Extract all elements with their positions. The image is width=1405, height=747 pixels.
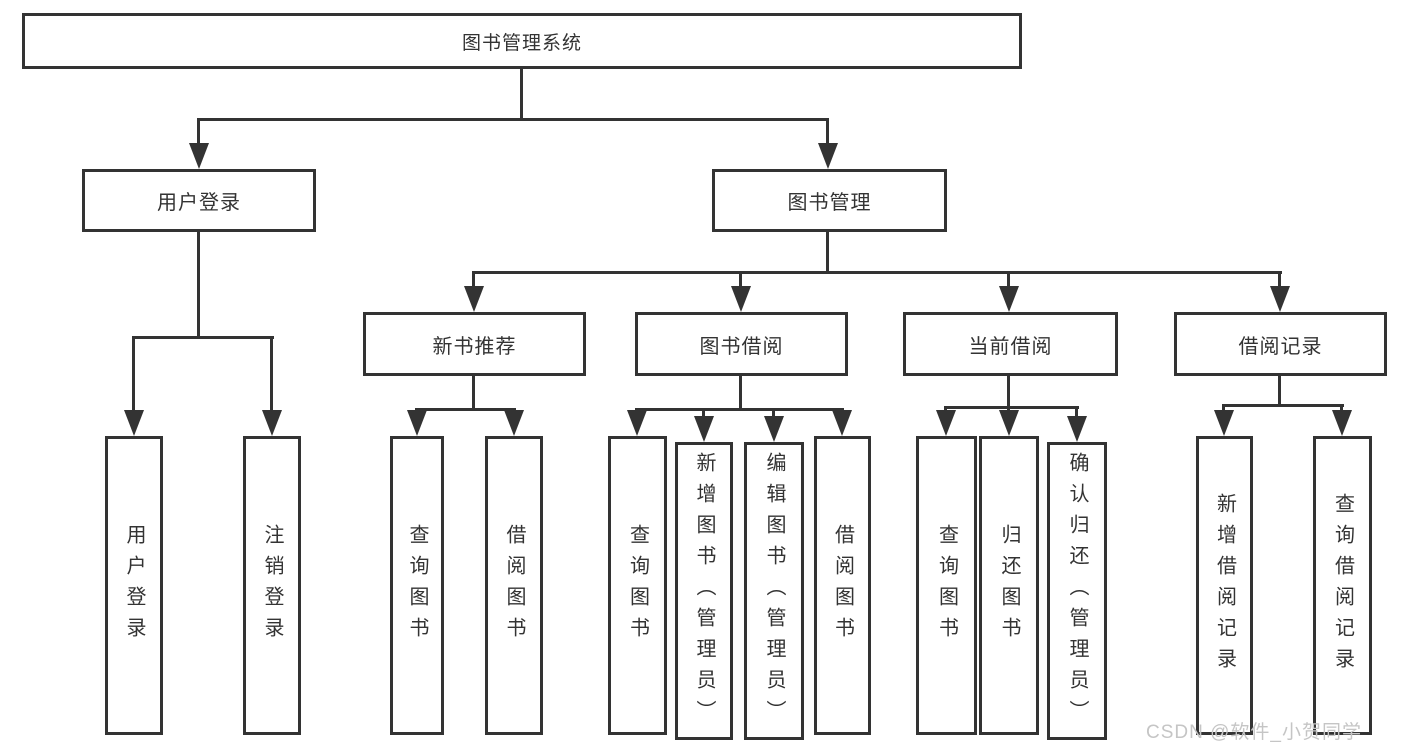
arrowhead-to-leaf7 [832, 410, 852, 436]
connector-drop-login-leaf [132, 336, 135, 412]
arrowhead-to-new-book-rec [464, 286, 484, 312]
connector-bookborrow-stem [739, 376, 742, 408]
arrowhead-to-book-borrow [731, 286, 751, 312]
leaf-borrow-books-rec: 借阅图书 [485, 436, 543, 735]
leaf-query-books-rec: 查询图书 [390, 436, 444, 735]
leaf-add-books-admin: 新增图书（管理员） [675, 442, 733, 740]
arrowhead-to-leaf5 [694, 416, 714, 442]
leaf-add-borrow-record-label: 新增借阅记录 [1213, 492, 1236, 679]
arrowhead-to-leaf9 [999, 410, 1019, 436]
leaf-query-books-current-label: 查询图书 [935, 523, 958, 648]
connector-bookmgmt-stem [826, 232, 829, 271]
leaf-query-books-borrow-label: 查询图书 [626, 523, 649, 648]
node-new-book-rec-label: 新书推荐 [432, 335, 517, 358]
leaf-edit-books-admin-label: 编辑图书（管理员） [763, 451, 785, 731]
arrowhead-to-user-login [189, 143, 209, 169]
arrowhead-to-leaf4 [627, 410, 647, 436]
leaf-logout-label: 注销登录 [261, 523, 283, 648]
leaf-confirm-return-admin-label: 确认归还（管理员） [1066, 451, 1088, 731]
csdn-watermark: CSDN @软件_小贺同学 [1146, 722, 1362, 743]
connector-drop-new-book-rec [472, 271, 475, 288]
leaf-return-books-label: 归还图书 [998, 523, 1020, 648]
leaf-query-books-rec-label: 查询图书 [406, 523, 428, 648]
connector-currentborrow-stem [1007, 376, 1010, 406]
connector-root-rail [197, 118, 829, 121]
leaf-add-borrow-record: 新增借阅记录 [1196, 436, 1253, 735]
leaf-query-books-current: 查询图书 [916, 436, 977, 735]
connector-drop-book-borrow [739, 271, 742, 288]
connector-userlogin-rail [132, 336, 274, 339]
connector-drop-user-login [197, 118, 200, 145]
leaf-edit-books-admin: 编辑图书（管理员） [744, 442, 804, 740]
leaf-borrow-books-label: 借阅图书 [831, 523, 854, 648]
connector-newbookrec-rail [415, 408, 516, 411]
arrowhead-to-leaf10 [1067, 416, 1087, 442]
connector-drop-leaf5 [702, 408, 705, 418]
arrowhead-to-borrow-record [1270, 286, 1290, 312]
arrowhead-to-logout-leaf [262, 410, 282, 436]
leaf-query-borrow-record-label: 查询借阅记录 [1331, 492, 1354, 679]
leaf-return-books: 归还图书 [979, 436, 1039, 735]
connector-drop-leaf11 [1222, 404, 1225, 412]
connector-currentborrow-rail [944, 406, 1079, 409]
node-root-system: 图书管理系统 [22, 13, 1022, 69]
arrowhead-to-leaf12 [1332, 410, 1352, 436]
node-book-borrow: 图书借阅 [635, 312, 848, 376]
leaf-user-login-label: 用户登录 [123, 523, 145, 648]
node-borrow-record: 借阅记录 [1174, 312, 1387, 376]
connector-newbookrec-stem [472, 376, 475, 408]
leaf-borrow-books: 借阅图书 [814, 436, 871, 735]
connector-bookborrow-rail [635, 408, 844, 411]
arrowhead-to-book-mgmt [818, 143, 838, 169]
connector-userlogin-stem [197, 232, 200, 336]
leaf-logout: 注销登录 [243, 436, 301, 735]
connector-root-stem [520, 69, 523, 118]
connector-borrowrecord-rail [1222, 404, 1344, 407]
node-borrow-record-label: 借阅记录 [1238, 335, 1323, 358]
connector-drop-book-mgmt [826, 118, 829, 145]
leaf-query-borrow-record: 查询借阅记录 [1313, 436, 1372, 735]
connector-drop-current-borrow [1007, 271, 1010, 288]
node-current-borrow-label: 当前借阅 [968, 335, 1053, 358]
node-root-label: 图书管理系统 [461, 32, 582, 54]
node-new-book-rec: 新书推荐 [363, 312, 586, 376]
connector-drop-leaf6 [772, 408, 775, 418]
connector-bookmgmt-rail [472, 271, 1282, 274]
leaf-borrow-books-rec-label: 借阅图书 [503, 523, 525, 648]
node-book-borrow-label: 图书借阅 [699, 335, 784, 358]
arrowhead-to-leaf3 [504, 410, 524, 436]
connector-borrowrecord-stem [1278, 376, 1281, 404]
arrowhead-to-leaf6 [764, 416, 784, 442]
connector-drop-leaf12 [1340, 404, 1343, 412]
arrowhead-to-leaf11 [1214, 410, 1234, 436]
node-current-borrow: 当前借阅 [903, 312, 1118, 376]
node-book-mgmt-label: 图书管理 [787, 192, 872, 214]
node-book-mgmt: 图书管理 [712, 169, 947, 232]
node-user-login-label: 用户登录 [157, 192, 241, 214]
leaf-confirm-return-admin: 确认归还（管理员） [1047, 442, 1107, 740]
arrowhead-to-leaf2 [407, 410, 427, 436]
arrowhead-to-login-leaf [124, 410, 144, 436]
connector-drop-borrow-record [1278, 271, 1281, 288]
arrowhead-to-current-borrow [999, 286, 1019, 312]
leaf-add-books-admin-label: 新增图书（管理员） [693, 451, 715, 731]
leaf-user-login: 用户登录 [105, 436, 163, 735]
node-user-login: 用户登录 [82, 169, 316, 232]
connector-drop-logout-leaf [270, 336, 273, 412]
connector-drop-leaf10 [1075, 406, 1078, 418]
leaf-query-books-borrow: 查询图书 [608, 436, 667, 735]
arrowhead-to-leaf8 [936, 410, 956, 436]
